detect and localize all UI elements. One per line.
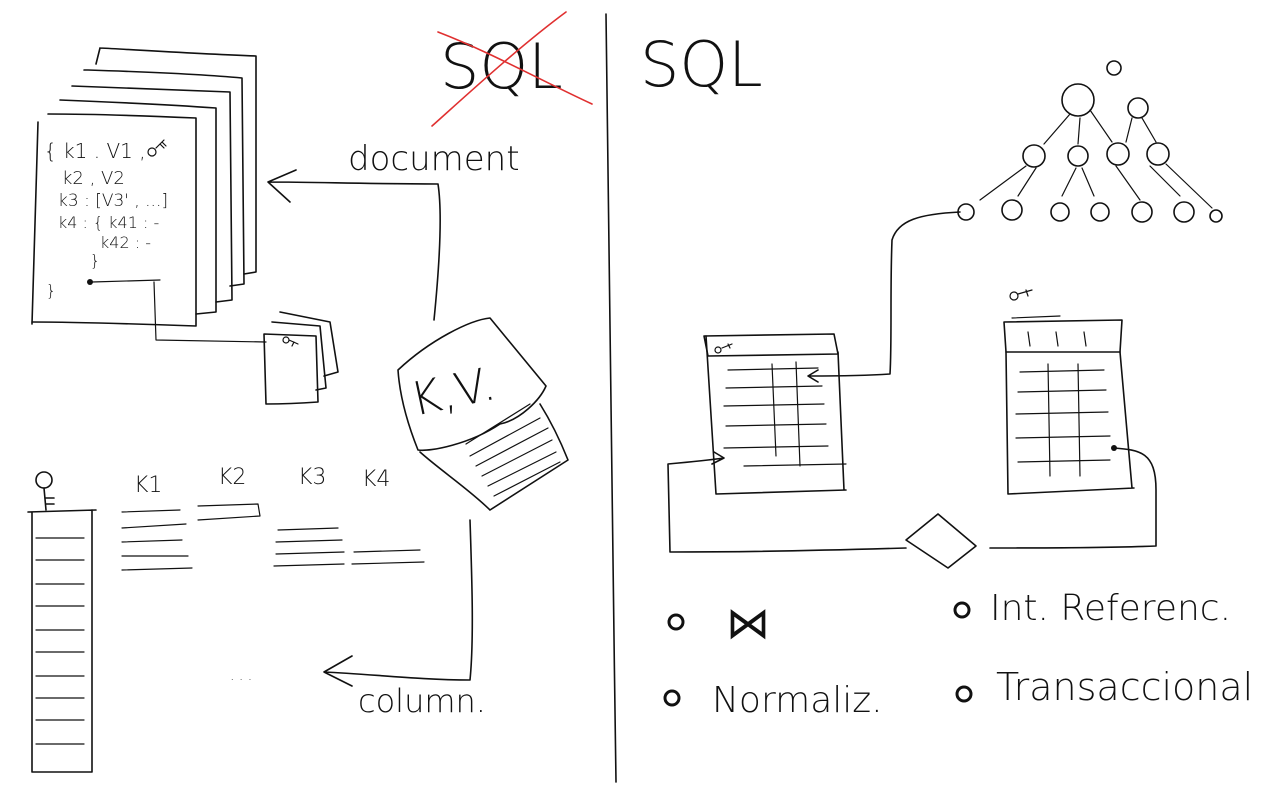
document-label: document	[348, 139, 520, 179]
key-icon	[714, 343, 733, 354]
svg-text:K1: K1	[134, 473, 162, 498]
svg-text:k3 : [V3' , ...]: k3 : [V3' , ...]	[58, 191, 168, 211]
svg-text:. . .: . . .	[230, 668, 252, 684]
svg-text:k4 : { k41 : -: k4 : { k41 : -	[58, 213, 159, 232]
feature-join: ⋈	[667, 598, 770, 649]
svg-text:Transaccional: Transaccional	[996, 665, 1253, 709]
btree-icon	[957, 60, 1223, 223]
svg-text:K3: K3	[298, 465, 326, 490]
column-arrow	[323, 519, 474, 687]
kv-label: K,V.	[406, 356, 500, 426]
column-label: column.	[358, 682, 486, 720]
key-icon	[282, 336, 299, 347]
sql-heading: SQL	[640, 28, 763, 101]
reference-dot	[87, 279, 93, 285]
strike-line-1	[437, 31, 593, 105]
sql-feature-list: ⋈ Int. Referenc. Normaliz. Transaccional	[663, 588, 1253, 721]
relational-table-1	[703, 333, 847, 495]
svg-text:Normaliz.: Normaliz.	[712, 680, 883, 721]
feature-normaliz: Normaliz.	[663, 680, 883, 721]
feature-int-referenc: Int. Referenc.	[953, 588, 1231, 629]
nosql-heading: SQL	[431, 11, 593, 127]
document-arrow	[267, 169, 441, 321]
relationship-link	[667, 447, 1157, 569]
strike-line-2	[431, 11, 567, 127]
svg-text:}: }	[90, 251, 100, 270]
relational-table-2	[1003, 289, 1135, 495]
svg-text:}: }	[46, 281, 56, 300]
key-icon	[1009, 289, 1033, 301]
key-icon	[35, 471, 55, 511]
document-stack: { k1 . V1 , k2 , V2 k3 : [V3' , ...] k4 …	[31, 47, 267, 343]
relation-diamond-icon	[905, 513, 977, 569]
center-divider	[605, 13, 617, 783]
svg-text:⋈: ⋈	[726, 598, 770, 649]
svg-text:k42 : -: k42 : -	[100, 233, 151, 252]
svg-text:K4: K4	[362, 467, 390, 492]
bullet-icon	[953, 601, 971, 619]
feature-transaccional: Transaccional	[955, 665, 1253, 709]
bullet-icon	[663, 689, 681, 707]
small-document-stack	[263, 311, 339, 405]
bullet-icon	[667, 613, 685, 631]
key-icon	[147, 139, 167, 157]
svg-text:K2: K2	[218, 465, 246, 490]
bullet-icon	[955, 685, 973, 703]
struck-sql-text: SQL	[440, 30, 563, 103]
key-value-pages: K,V.	[397, 317, 569, 511]
svg-text:{ k1 . V1 ,: { k1 . V1 ,	[44, 139, 146, 163]
document-content: { k1 . V1 , k2 , V2 k3 : [V3' , ...] k4 …	[44, 139, 168, 300]
svg-text:Int. Referenc.: Int. Referenc.	[990, 588, 1231, 629]
column-store: K1 K2 K3 K4 . . .	[27, 465, 425, 773]
svg-text:k2 , V2: k2 , V2	[62, 168, 125, 189]
index-link	[807, 211, 961, 383]
